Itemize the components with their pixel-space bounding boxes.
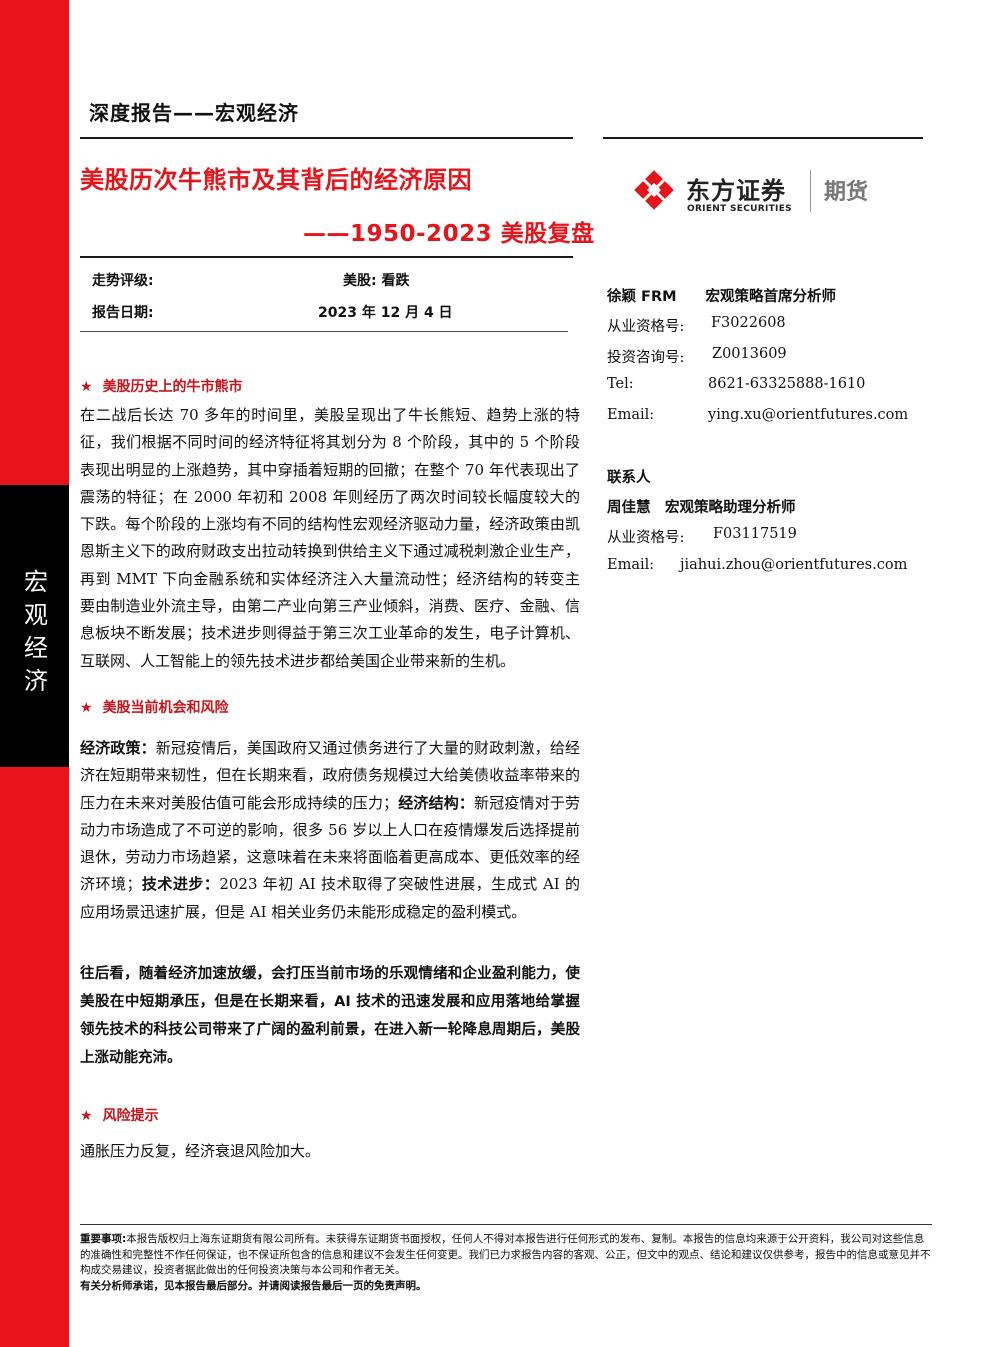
tech-label: 技术进步： [141,875,220,894]
analyst-tel-value: 8621-63325888-1610 [708,376,866,392]
rating-value: 美股: 看跌 [343,273,410,289]
contact-name-title: 周佳慧 宏观策略助理分析师 [607,500,796,516]
analyst-cert-label: 从业资格号: [607,319,685,335]
report-title: 美股历次牛熊市及其背后的经济原因 [80,166,472,194]
analyst-email-label: Email: [607,407,655,423]
policy-text: 新冠疫情后，美国政府又通过债务进行了大量的财政刺激，给经济在短期带来韧性，但在长… [80,739,580,812]
analyst-email-link[interactable]: ying.xu@orientfutures.com [708,407,909,423]
star-icon: ★ [80,379,93,395]
section-heading-bull-bear: ★美股历史上的牛市熊市 [80,379,243,395]
header-divider-left [80,137,573,139]
analyst-invest-value: Z0013609 [712,346,787,362]
disclaimer-rule [80,1224,932,1225]
orient-logo: 东方证券 ORIENT SECURITIES 期货 [632,168,892,218]
sidebar-category-label: 宏 观 经 济 [24,568,48,695]
rating-label: 走势评级: [92,273,154,289]
meta-bottom-rule [80,331,568,332]
policy-label: 经济政策： [80,739,156,757]
contact-cert-value: F03117519 [713,526,797,542]
analyst-name-title: 徐颖 FRM 宏观策略首席分析师 [607,289,837,305]
contact-cert-label: 从业资格号: [607,530,685,546]
bull-bear-paragraph: 在二战后长达 70 多年的时间里，美股呈现出了牛长熊短、趋势上涨的特征，我们根据… [80,406,580,670]
section-heading-opportunity: ★美股当前机会和风险 [80,700,229,716]
opportunity-paragraph: 经济政策：新冠疫情后，美国政府又通过债务进行了大量的财政刺激，给经济在短期带来韧… [80,735,580,926]
orient-logo-icon [634,170,674,210]
analyst-invest-label: 投资咨询号: [607,350,685,366]
tech-text: 2023 年初 AI 技术取得了突破性进展，生成式 AI 的应用场景迅速扩展，但… [80,875,580,921]
section-heading-risk: ★风险提示 [80,1108,159,1124]
analyst-cert-value: F3022608 [711,315,786,331]
date-label: 报告日期: [92,305,154,321]
star-icon: ★ [80,1108,93,1124]
analyst-tel-label: Tel: [607,376,634,392]
meta-top-rule [80,256,573,258]
logo-separator [810,170,811,212]
outlook-paragraph: 往后看，随着经济加速放缓，会打压当前市场的乐观情绪和企业盈利能力，使美股在中短期… [80,966,580,1066]
logo-company-en: ORIENT SECURITIES [687,204,792,214]
structure-text: 新冠疫情对于劳动力市场造成了不可逆的影响，很多 56 岁以上人口在疫情爆发后选择… [80,793,580,894]
star-icon: ★ [80,700,93,716]
sidebar-category-block [0,485,69,767]
risk-paragraph: 通胀压力反复，经济衰退风险加大。 [80,1142,321,1160]
contact-email-link[interactable]: jiahui.zhou@orientfutures.com [680,557,908,573]
header-divider-right [603,137,923,139]
logo-futures: 期货 [824,180,869,205]
report-type: 深度报告——宏观经济 [89,101,299,125]
logo-company-cn: 东方证券 [686,177,786,205]
disclaimer-note: 有关分析师承诺，见本报告最后部分。并请阅读报告最后一页的免责声明。 [80,1279,427,1292]
structure-label: 经济结构： [398,793,475,812]
disclaimer: 重要事项:本报告版权归上海东证期货有限公司所有。未获得东证期货书面授权，任何人不… [80,1232,932,1294]
disclaimer-text: 本报告版权归上海东证期货有限公司所有。未获得东证期货书面授权，任何人不得对本报告… [80,1233,931,1277]
disclaimer-label: 重要事项: [80,1233,127,1245]
contact-email-label: Email: [607,557,655,573]
contact-heading: 联系人 [607,470,651,486]
report-subtitle: ——1950-2023 美股复盘 [303,221,595,247]
date-value: 2023 年 12 月 4 日 [318,305,453,321]
